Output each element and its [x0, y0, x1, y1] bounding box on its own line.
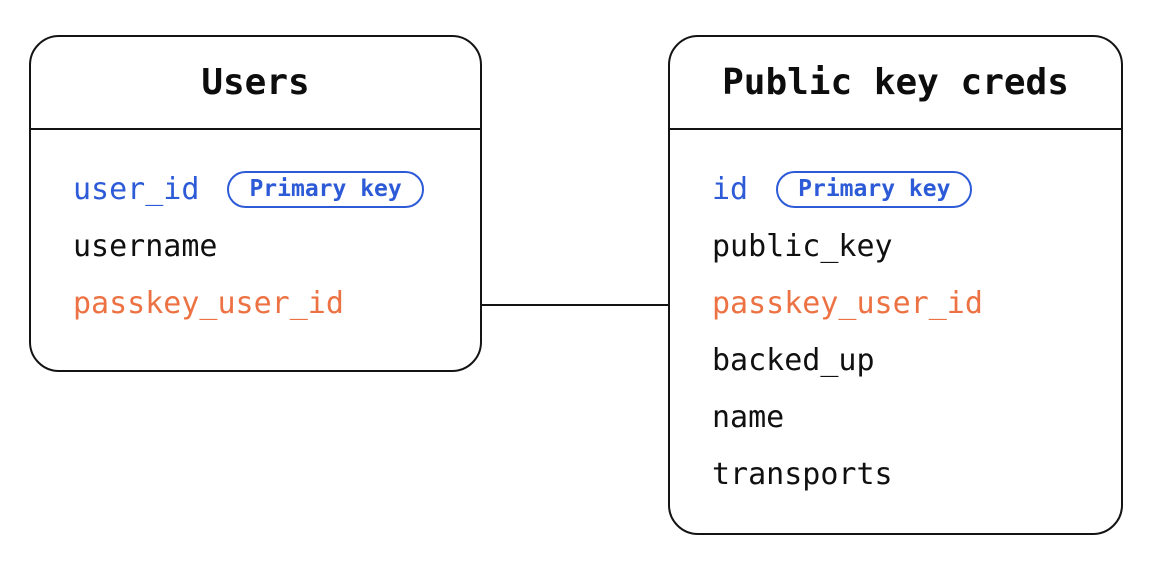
field-name-public-key: public_key [712, 229, 893, 264]
entity-users-header: Users [31, 37, 480, 130]
field-name-username: username [73, 229, 218, 264]
field-row-name: name [712, 389, 1121, 446]
field-row-id: id Primary key [712, 161, 1121, 218]
field-name-backed-up: backed_up [712, 343, 875, 378]
entity-public-key-creds-title: Public key creds [722, 62, 1069, 103]
primary-key-badge: Primary key [776, 171, 973, 208]
field-row-transports: transports [712, 446, 1121, 503]
entity-public-key-creds-body: id Primary key public_key passkey_user_i… [670, 130, 1121, 503]
relationship-line [481, 304, 669, 306]
field-name-passkey-user-id: passkey_user_id [712, 286, 983, 321]
entity-users-body: user_id Primary key username passkey_use… [31, 130, 480, 332]
field-row-passkey-user-id: passkey_user_id [73, 275, 480, 332]
field-name-id: id [712, 172, 749, 207]
field-row-passkey-user-id: passkey_user_id [712, 275, 1121, 332]
primary-key-badge: Primary key [227, 171, 424, 208]
entity-public-key-creds-header: Public key creds [670, 37, 1121, 130]
field-row-user-id: user_id Primary key [73, 161, 480, 218]
field-name-passkey-user-id: passkey_user_id [73, 286, 344, 321]
field-row-username: username [73, 218, 480, 275]
entity-public-key-creds: Public key creds id Primary key public_k… [668, 35, 1123, 535]
field-row-backed-up: backed_up [712, 332, 1121, 389]
field-name-name: name [712, 400, 785, 435]
entity-users: Users user_id Primary key username passk… [29, 35, 482, 372]
entity-users-title: Users [201, 62, 310, 103]
field-name-user-id: user_id [73, 172, 200, 207]
field-name-transports: transports [712, 457, 893, 492]
field-row-public-key: public_key [712, 218, 1121, 275]
